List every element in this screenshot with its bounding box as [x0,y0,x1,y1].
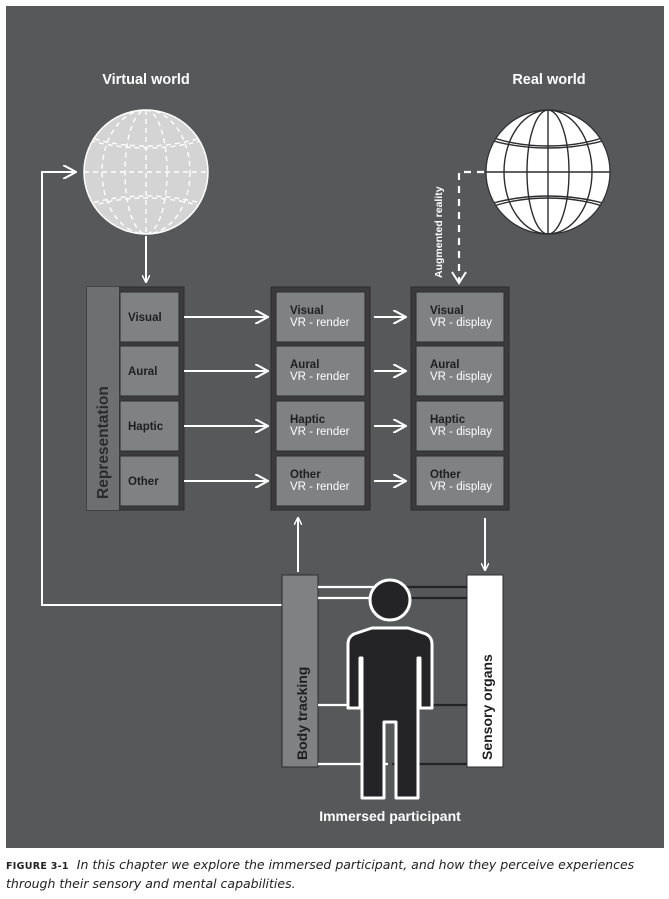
body-tracking-label: Body tracking [294,667,310,760]
render-cell-title: Other [290,469,321,481]
flow-arrows [184,317,406,481]
display-cell-subtitle: VR - display [430,426,492,438]
render-cell-title: Visual [290,305,324,317]
render-cell-subtitle: VR - render [290,317,350,329]
immersed-participant-label: Immersed participant [319,808,461,824]
representation-cell-label: Other [128,476,159,488]
representation-cell-visual: Visual [119,291,180,343]
display-cell-subtitle: VR - display [430,481,492,493]
representation-cell-aural: Aural [119,345,180,397]
feedback-loop-line [41,172,282,606]
representation-cell-label: Visual [128,312,162,324]
representation-cell-haptic: Haptic [119,400,180,452]
display-cell-subtitle: VR - display [430,371,492,383]
representation-cell-label: Haptic [128,421,164,433]
figure-label: FIGURE 3-1 [6,861,69,872]
augmented-reality-arrowhead [451,271,467,285]
representation-cell-label: Aural [128,366,157,378]
virtual-world-title: Virtual world [102,72,190,88]
display-cell-title: Aural [430,359,459,371]
figure-caption-text: In this chapter we explore the immersed … [6,857,635,891]
display-cell-title: Other [430,469,461,481]
sensory-organs-bar [466,574,504,768]
figure-caption: FIGURE 3-1 In this chapter we explore th… [6,856,664,892]
real-world-globe-icon [485,109,611,235]
sensory-organs-label: Sensory organs [479,654,495,760]
real-world-title: Real world [512,72,585,88]
render-cell-subtitle: VR - render [290,371,350,383]
display-cell-subtitle: VR - display [430,317,492,329]
representation-cell-other: Other [119,455,180,507]
immersed-participant-figure [346,578,434,800]
render-cell-subtitle: VR - render [290,426,350,438]
render-cell-title: Haptic [290,414,326,426]
render-cell-title: Aural [290,359,319,371]
render-cell-subtitle: VR - render [290,481,350,493]
representation-label: Representation [95,386,112,499]
display-cell-title: Haptic [430,414,466,426]
body-tracking-bar [281,574,319,768]
display-cell-title: Visual [430,305,464,317]
augmented-reality-label: Augmented reality [433,186,445,278]
virtual-world-globe-icon [83,109,209,235]
